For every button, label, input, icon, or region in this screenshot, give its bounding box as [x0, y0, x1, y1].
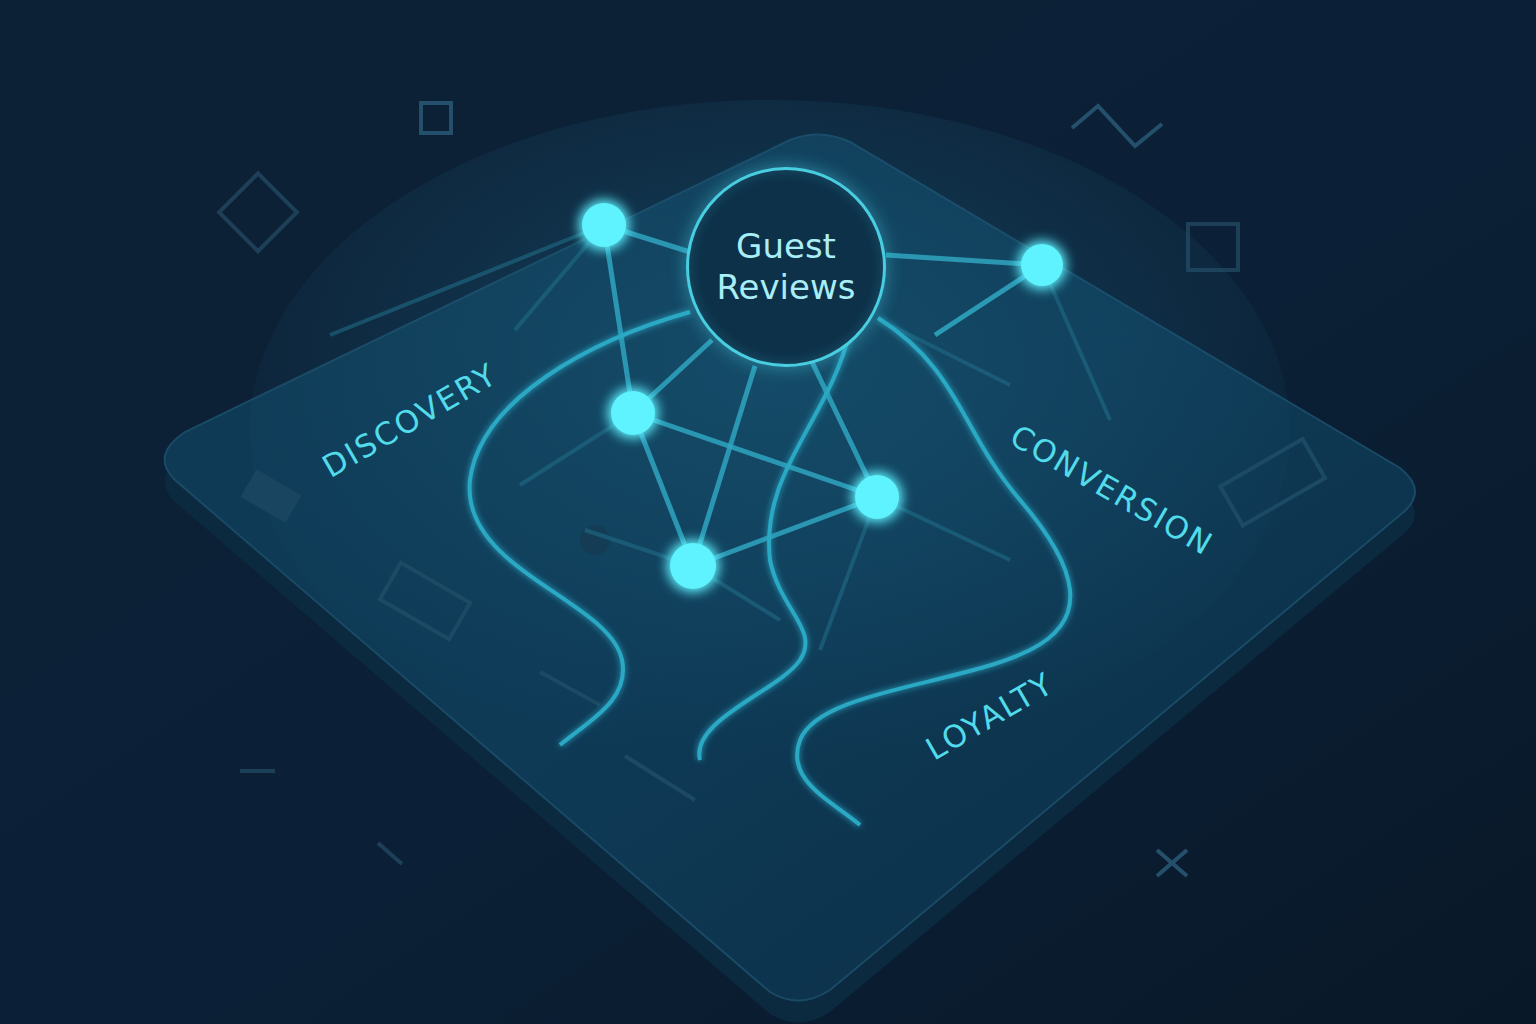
stage-label: DISCOVERY [316, 356, 503, 485]
platform-glow [250, 100, 1290, 760]
stage-label: LOYALTY [920, 665, 1061, 767]
faint-lines [330, 225, 1110, 650]
node-title: Guest Reviews [711, 226, 861, 308]
topic-circle: Guest Reviews [686, 167, 886, 367]
glow-dots [582, 203, 1063, 589]
platform-details [240, 439, 1325, 800]
network-lines [604, 225, 1042, 566]
journey-paths [470, 312, 1071, 825]
stage-label: CONVERSION [1004, 417, 1219, 562]
